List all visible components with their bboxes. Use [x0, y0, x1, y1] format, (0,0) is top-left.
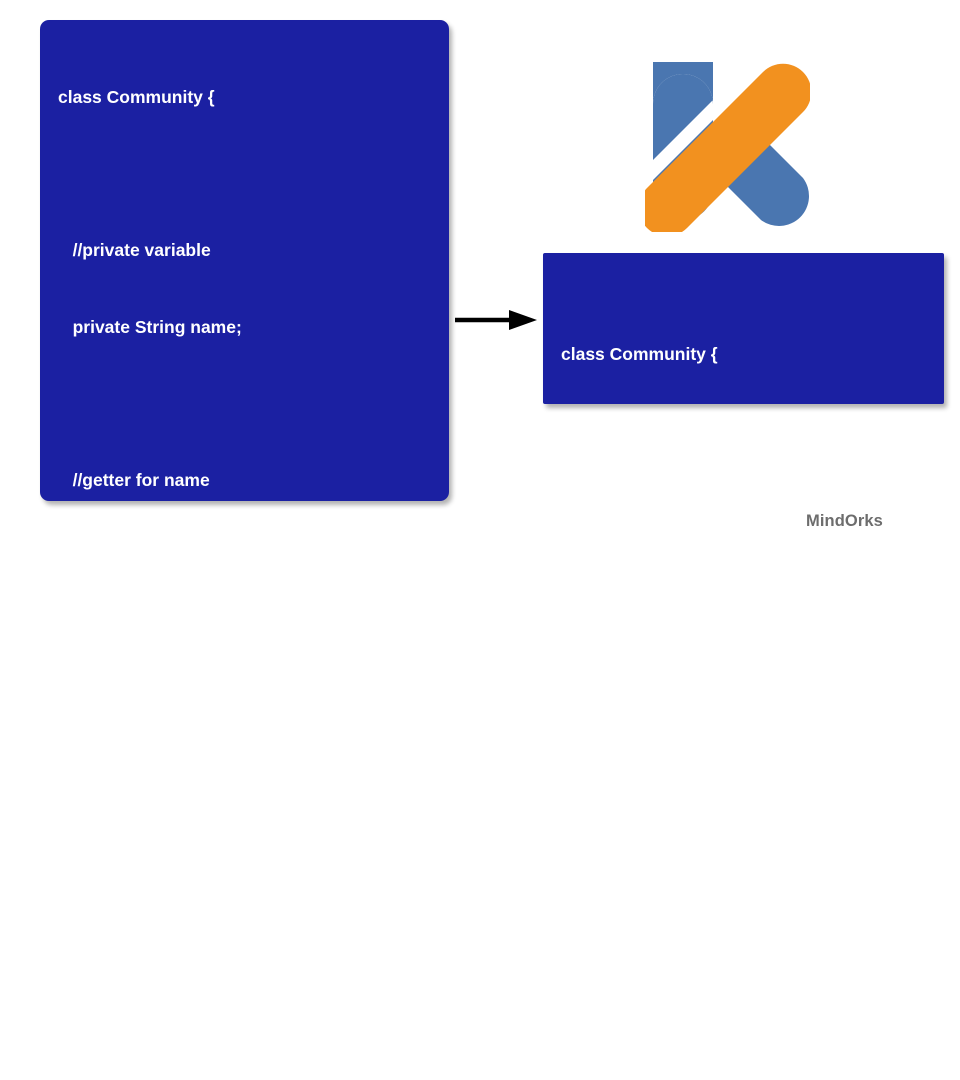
code-line	[58, 391, 431, 417]
code-line: //setter for name	[58, 850, 431, 876]
kotlin-k-logo-icon	[645, 62, 810, 232]
code-line	[58, 774, 431, 800]
code-line: return name;	[58, 621, 431, 647]
java-code-block: class Community { //private variable pri…	[40, 20, 449, 501]
code-line: //getter for name	[58, 468, 431, 494]
code-line: class Community {	[561, 342, 926, 368]
code-line: //private variable	[58, 238, 431, 264]
slide-canvas: class Community { //private variable pri…	[0, 0, 960, 540]
mindorks-watermark: MindOrks	[806, 512, 883, 531]
code-line: public getName( ) {	[58, 544, 431, 570]
kotlin-code-block: class Community { var name: String = "Mi…	[543, 253, 944, 404]
code-line: }	[58, 697, 431, 723]
code-line: class Community {	[58, 85, 431, 111]
code-line: private String name;	[58, 315, 431, 341]
code-line	[58, 162, 431, 188]
conversion-arrow-icon	[455, 307, 539, 333]
code-line: this.name = name;	[58, 1003, 431, 1029]
code-line: var name: String = "MindOrks"	[561, 419, 926, 445]
code-line: public setName(String name) {	[58, 927, 431, 953]
